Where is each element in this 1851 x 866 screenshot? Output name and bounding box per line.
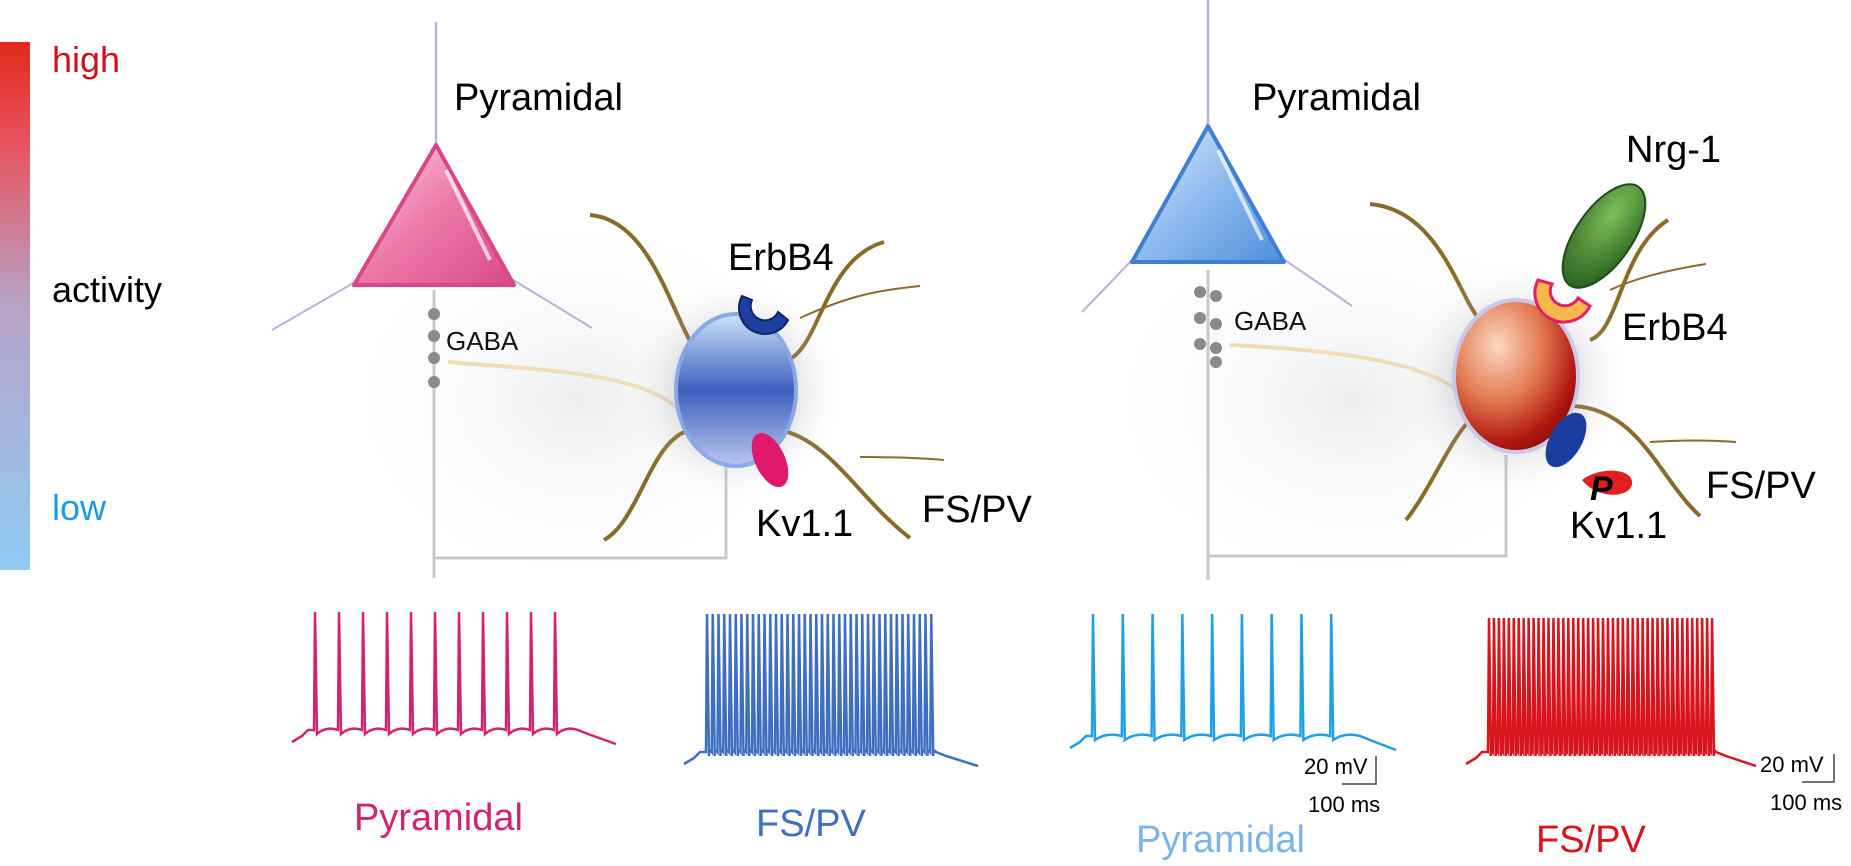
trace-right-pyramidal-label: Pyramidal (1136, 819, 1305, 861)
left-kv11-channel (751, 432, 789, 488)
left-fspv-label: FS/PV (922, 489, 1032, 531)
left-fspv-trace-line (683, 613, 979, 768)
scale-high-label: high (52, 39, 120, 80)
trace-right-fspv-label: FS/PV (1536, 819, 1646, 861)
right-nrg1-label: Nrg-1 (1626, 129, 1721, 171)
activity-scale: high activity low (0, 39, 162, 570)
right-pyramidal-trace-line (1069, 613, 1397, 752)
scale-bar-1-ms: 100 ms (1308, 792, 1380, 817)
scale-bar-1: 20 mV 100 ms (1304, 754, 1380, 817)
left-gaba-label: GABA (446, 326, 519, 356)
left-circuit: GABA Pyramidal ErbB4 Kv1.1 FS/PV (271, 22, 1032, 600)
left-gaba-vesicles (428, 308, 440, 388)
right-phospho-marker (1582, 470, 1633, 495)
left-erbb4-label: ErbB4 (728, 237, 834, 279)
activity-color-bar (0, 42, 30, 570)
left-fspv-trace (683, 613, 979, 768)
right-kv11-label: Kv1.1 (1570, 505, 1667, 547)
right-fspv-soma (1452, 298, 1580, 454)
right-gaba-label: GABA (1234, 306, 1307, 336)
scale-bar-2: 20 mV 100 ms (1760, 752, 1842, 815)
right-gaba-vesicles (1194, 286, 1222, 368)
right-erbb4-label: ErbB4 (1622, 307, 1728, 349)
scale-bar-2-ms: 100 ms (1770, 790, 1842, 815)
left-pyramidal-trace-line (291, 611, 617, 746)
right-fspv-trace (1465, 617, 1757, 768)
scale-low-label: low (52, 487, 107, 528)
right-fspv-label: FS/PV (1706, 465, 1816, 507)
trace-left-fspv-label: FS/PV (756, 803, 866, 845)
right-phospho-label: P (1590, 470, 1613, 508)
right-nrg1-ligand (1561, 183, 1647, 289)
right-pyramidal-trace (1069, 613, 1397, 752)
left-fspv-soma (674, 312, 798, 468)
right-pyramidal-soma (1130, 124, 1286, 264)
traces: 20 mV 100 ms 20 mV 100 ms Pyramidal FS/P… (291, 611, 1842, 861)
scale-bar-2-mv: 20 mV (1760, 752, 1824, 777)
scale-activity-label: activity (52, 269, 162, 310)
right-kv11-channel (1545, 412, 1587, 468)
right-erbb4-receptor (1533, 278, 1592, 324)
left-pyramidal-trace (291, 611, 617, 746)
scale-bar-1-mv: 20 mV (1304, 754, 1368, 779)
left-kv11-label: Kv1.1 (756, 503, 853, 545)
trace-left-pyramidal-label: Pyramidal (354, 797, 523, 839)
left-pyramidal-label: Pyramidal (454, 77, 623, 119)
right-circuit: GABA Pyramidal Nrg-1 ErbB4 P Kv1.1 FS/PV (1081, 0, 1816, 600)
right-fspv-trace-line (1465, 617, 1757, 768)
left-pyramidal-soma (352, 143, 516, 287)
right-pyramidal-label: Pyramidal (1252, 77, 1421, 119)
left-erbb4-receptor (738, 294, 790, 335)
